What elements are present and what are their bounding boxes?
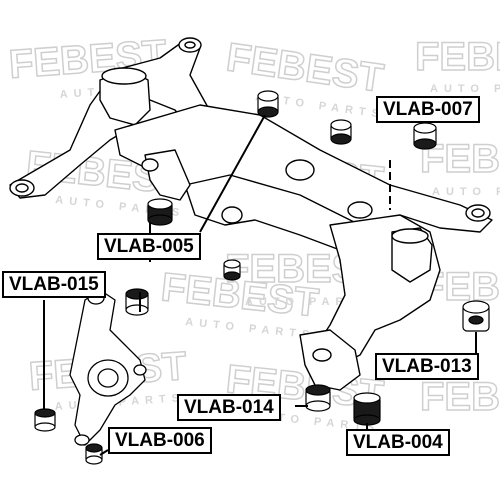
bushing-vlab-007 [413, 122, 437, 150]
center-hole-2 [347, 201, 373, 219]
leader-vlab-006 [99, 449, 109, 456]
bushing-vlab-005 [147, 198, 173, 226]
watermark-tagline: AUTO PARTS [245, 296, 376, 308]
callout-vlab-015: VLAB-015 [2, 271, 106, 298]
center-hole [285, 159, 315, 181]
bushing-vlab-013 [462, 300, 490, 332]
callout-vlab-004: VLAB-004 [346, 429, 450, 456]
bushing-center-low [223, 259, 241, 281]
left-lower-eye [141, 158, 159, 172]
watermark-brand: FEBEST [415, 35, 500, 79]
callout-vlab-005: VLAB-005 [97, 233, 201, 260]
callout-vlab-013: VLAB-013 [375, 353, 479, 380]
bushing-top [257, 90, 279, 118]
knuckle-hub-inner [97, 368, 119, 388]
callout-vlab-006: VLAB-006 [108, 427, 212, 454]
steering-knuckle [69, 289, 147, 446]
knuckle-bottom-eye [74, 434, 90, 446]
watermark-brand: FEBEST [420, 375, 500, 419]
right-mount-eye-inner [471, 208, 485, 218]
bushing-vlab-015-upper [125, 288, 149, 316]
callout-vlab-014: VLAB-014 [177, 394, 281, 421]
right-lower-eye [312, 348, 332, 362]
left-mount-eye-inner [15, 183, 29, 193]
bushing-vlab-004 [353, 392, 381, 426]
watermark-brand: FEBEST [224, 35, 386, 101]
watermark-tagline: AUTO PARTS [432, 186, 500, 198]
bushing-vlab-015-lower [34, 408, 56, 432]
bushing-vlab-014 [305, 384, 331, 412]
bushings [34, 90, 490, 465]
rear-subframe [9, 37, 493, 391]
bushing-vlab-006 [85, 443, 103, 465]
watermark-3: FEBEST AUTO PARTS [414, 34, 500, 95]
top-mount-eye-inner [184, 41, 196, 49]
leader-vlab-005-a [199, 114, 266, 233]
center-bracket [221, 206, 243, 224]
right-housing-top [391, 228, 429, 244]
left-housing-top [101, 67, 147, 85]
watermark-tagline: AUTO PARTS [430, 83, 500, 95]
knuckle-right-eye [133, 364, 147, 376]
lower-right-foot [299, 329, 361, 391]
watermark-2: FEBEST AUTO PARTS [223, 35, 387, 122]
bushing-center [330, 119, 352, 145]
callout-vlab-007: VLAB-007 [376, 96, 480, 123]
watermark-12: FEBEST [419, 374, 500, 420]
